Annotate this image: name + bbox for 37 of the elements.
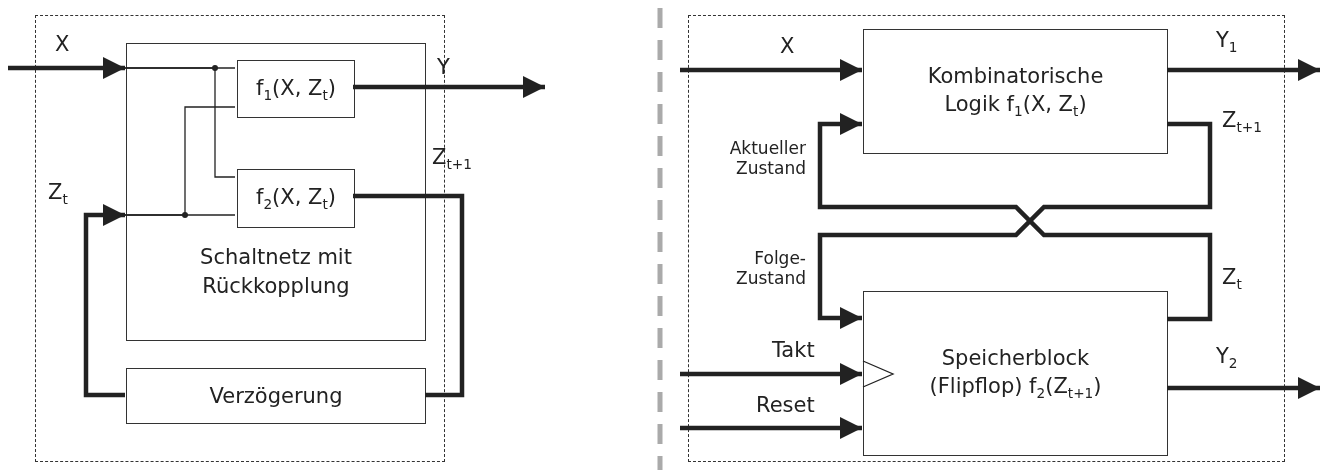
arrow — [1167, 59, 1320, 81]
function-block — [237, 60, 355, 118]
edge-label: Z$_{t+1}$ — [1222, 108, 1262, 136]
logic-block — [863, 29, 1168, 154]
edge-label: X — [780, 34, 795, 60]
arrow — [680, 417, 862, 439]
edge-label: Y$_{1}$ — [1216, 28, 1238, 56]
edge-label: Takt — [772, 338, 815, 364]
edge-label: Y$_{2}$ — [1216, 344, 1238, 372]
function-block — [237, 169, 355, 228]
delay-block — [126, 368, 426, 424]
connector-line — [124, 214, 236, 216]
block-label: f$_{1}$(X, Z$_{t}$) — [256, 74, 336, 105]
edge-label: Z$_{t+1}$ — [432, 145, 472, 173]
connector-line — [124, 67, 236, 178]
arrow — [83, 204, 125, 398]
edge-label: Z$_{t}$ — [1222, 265, 1242, 293]
arrow — [1167, 377, 1320, 399]
circuit-block — [126, 43, 426, 341]
dashed-frame — [688, 15, 1285, 462]
edge-label: X — [55, 32, 70, 58]
connector-line — [353, 193, 465, 398]
annotation-label: Aktueller Zustand — [728, 138, 806, 179]
annotation-label: Folge- Zustand — [735, 248, 806, 289]
memory-block — [863, 291, 1168, 456]
block-label: Verzögerung — [209, 382, 343, 410]
arrow — [680, 363, 862, 385]
arrow — [8, 57, 125, 79]
edge-label: Reset — [756, 393, 815, 419]
edge-label: Y — [437, 55, 450, 81]
edge-label: Z$_{t}$ — [48, 180, 68, 208]
block-label: Kombinatorische Logik f$_{1}$(X, Z$_{t}$) — [926, 63, 1105, 121]
block-label: Speicherblock (Flipflop) f$_{2}$(Z$_{t+1}$) — [928, 345, 1103, 403]
arrow — [353, 76, 545, 98]
arrow — [680, 59, 862, 81]
block-label: Schaltnetz mit Rückkopplung — [199, 244, 353, 300]
block-label: f$_{2}$(X, Z$_{t}$) — [256, 184, 336, 214]
